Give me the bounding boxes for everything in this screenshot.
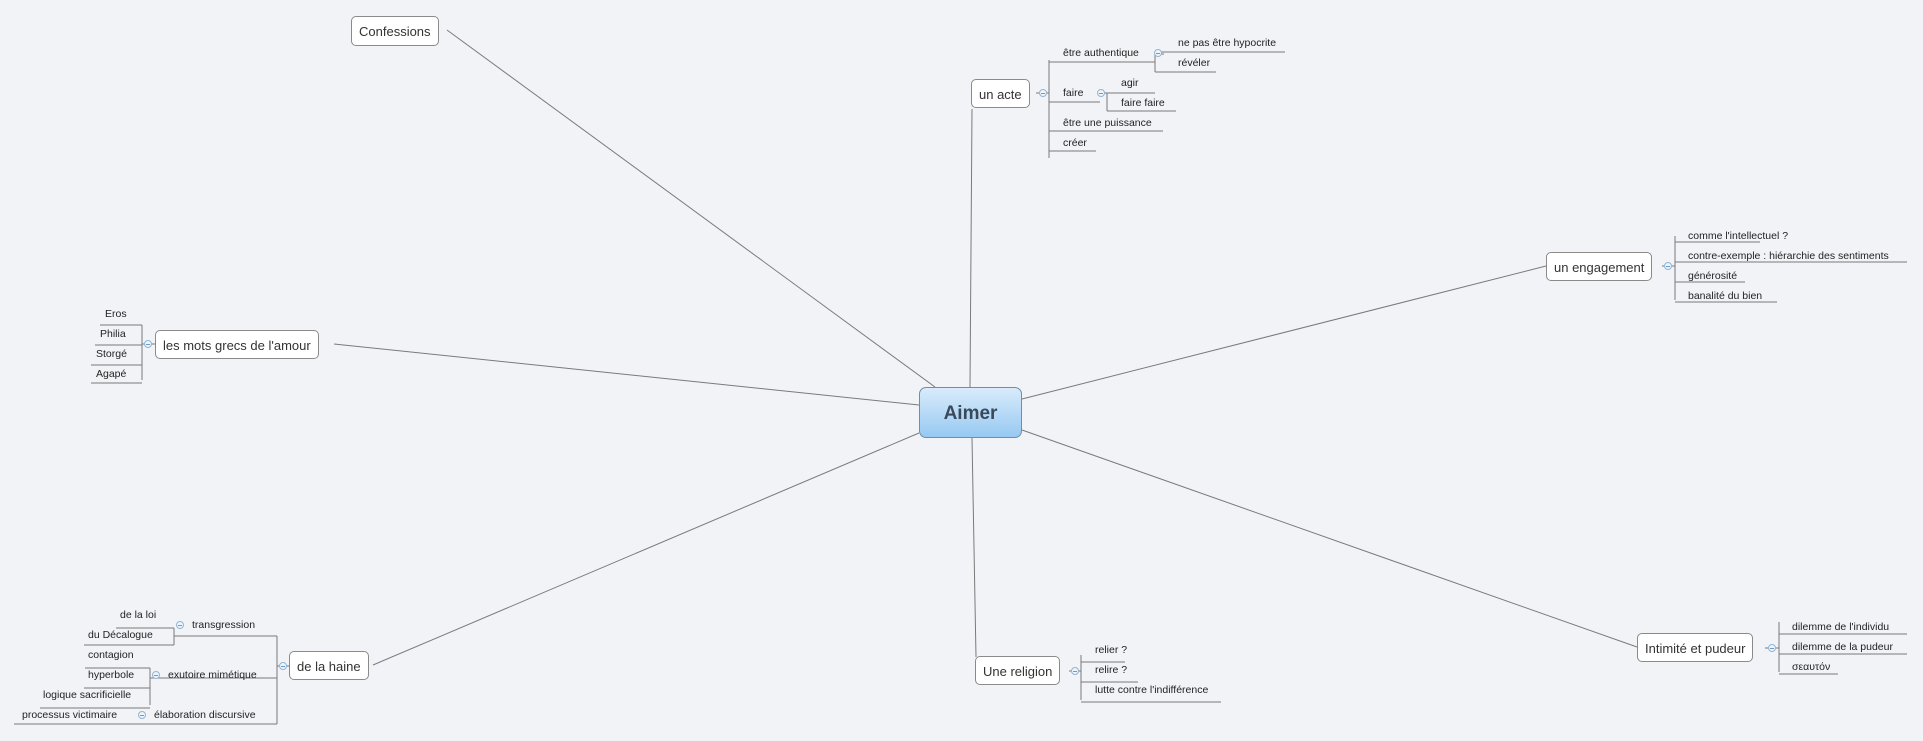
subtopic-philia[interactable]: Philia [100,328,126,340]
subtopic-exutoire-mimetique[interactable]: exutoire mimétique [168,669,257,681]
subtopic-faire-faire[interactable]: faire faire [1121,97,1165,109]
topic-intimite-pudeur[interactable]: Intimité et pudeur [1637,633,1754,662]
subtopic-de-la-loi[interactable]: de la loi [120,609,157,621]
subtopic-contagion[interactable]: contagion [88,649,134,661]
topic-de-la-haine[interactable]: de la haine [289,651,369,680]
subtopic-faire[interactable]: faire [1063,87,1084,99]
subtopic-intimite-item[interactable]: dilemme de la pudeur [1792,641,1893,653]
collapse-icon[interactable] [1154,49,1162,57]
collapse-icon[interactable] [279,662,287,670]
topic-un-engagement[interactable]: un engagement [1546,252,1653,281]
subtopic-storge[interactable]: Storgé [96,348,127,360]
subtopic-du-decalogue[interactable]: du Décalogue [88,629,153,641]
subtopic-religion-item[interactable]: relier ? [1095,644,1128,656]
subtopic-eros[interactable]: Eros [105,308,127,320]
subtopic-processus-victimaire[interactable]: processus victimaire [22,709,118,721]
subtopic-engagement-item[interactable]: générosité [1688,270,1738,282]
subtopic-elaboration-discursive[interactable]: élaboration discursive [154,709,256,721]
topic-un-acte[interactable]: un acte [971,79,1030,108]
subtopic-engagement-item[interactable]: banalité du bien [1688,290,1763,302]
subtopic-religion-item[interactable]: lutte contre l'indifférence [1095,684,1209,696]
subtopic-agir[interactable]: agir [1121,77,1139,89]
subtopic-etre-authentique[interactable]: être authentique [1063,47,1139,59]
collapse-icon[interactable] [176,621,184,629]
subtopic-intimite-item[interactable]: dilemme de l'individu [1792,621,1890,633]
subtopic-engagement-item[interactable]: comme l'intellectuel ? [1688,230,1789,242]
collapse-icon[interactable] [1097,89,1105,97]
collapse-icon[interactable] [1664,262,1672,270]
subtopic-ne-pas-etre-hypocrite[interactable]: ne pas être hypocrite [1178,37,1277,49]
topic-une-religion[interactable]: Une religion [975,656,1061,685]
subtopic-logique-sacrificielle[interactable]: logique sacrificielle [43,689,132,701]
subtopic-hyperbole[interactable]: hyperbole [88,669,135,681]
subtopic-creer[interactable]: créer [1063,137,1087,149]
collapse-icon[interactable] [1071,667,1079,675]
subtopic-transgression[interactable]: transgression [192,619,256,631]
subtopic-reveler[interactable]: révéler [1178,57,1211,69]
subtopic-engagement-item[interactable]: contre-exemple : hiérarchie des sentimen… [1688,250,1889,262]
collapse-icon[interactable] [144,340,152,348]
collapse-icon[interactable] [1039,89,1047,97]
collapse-icon[interactable] [152,671,160,679]
topic-confessions[interactable]: Confessions [351,16,439,46]
collapse-icon[interactable] [138,711,146,719]
subtopic-religion-item[interactable]: relire ? [1095,664,1128,676]
subtopic-agape[interactable]: Agapé [96,368,127,380]
subtopic-intimite-item[interactable]: σεαυτόν [1792,661,1831,673]
collapse-icon[interactable] [1768,644,1776,652]
subtopic-etre-une-puissance[interactable]: être une puissance [1063,117,1152,129]
topic-mots-grecs[interactable]: les mots grecs de l'amour [155,330,319,359]
central-topic[interactable]: Aimer [919,387,1022,438]
